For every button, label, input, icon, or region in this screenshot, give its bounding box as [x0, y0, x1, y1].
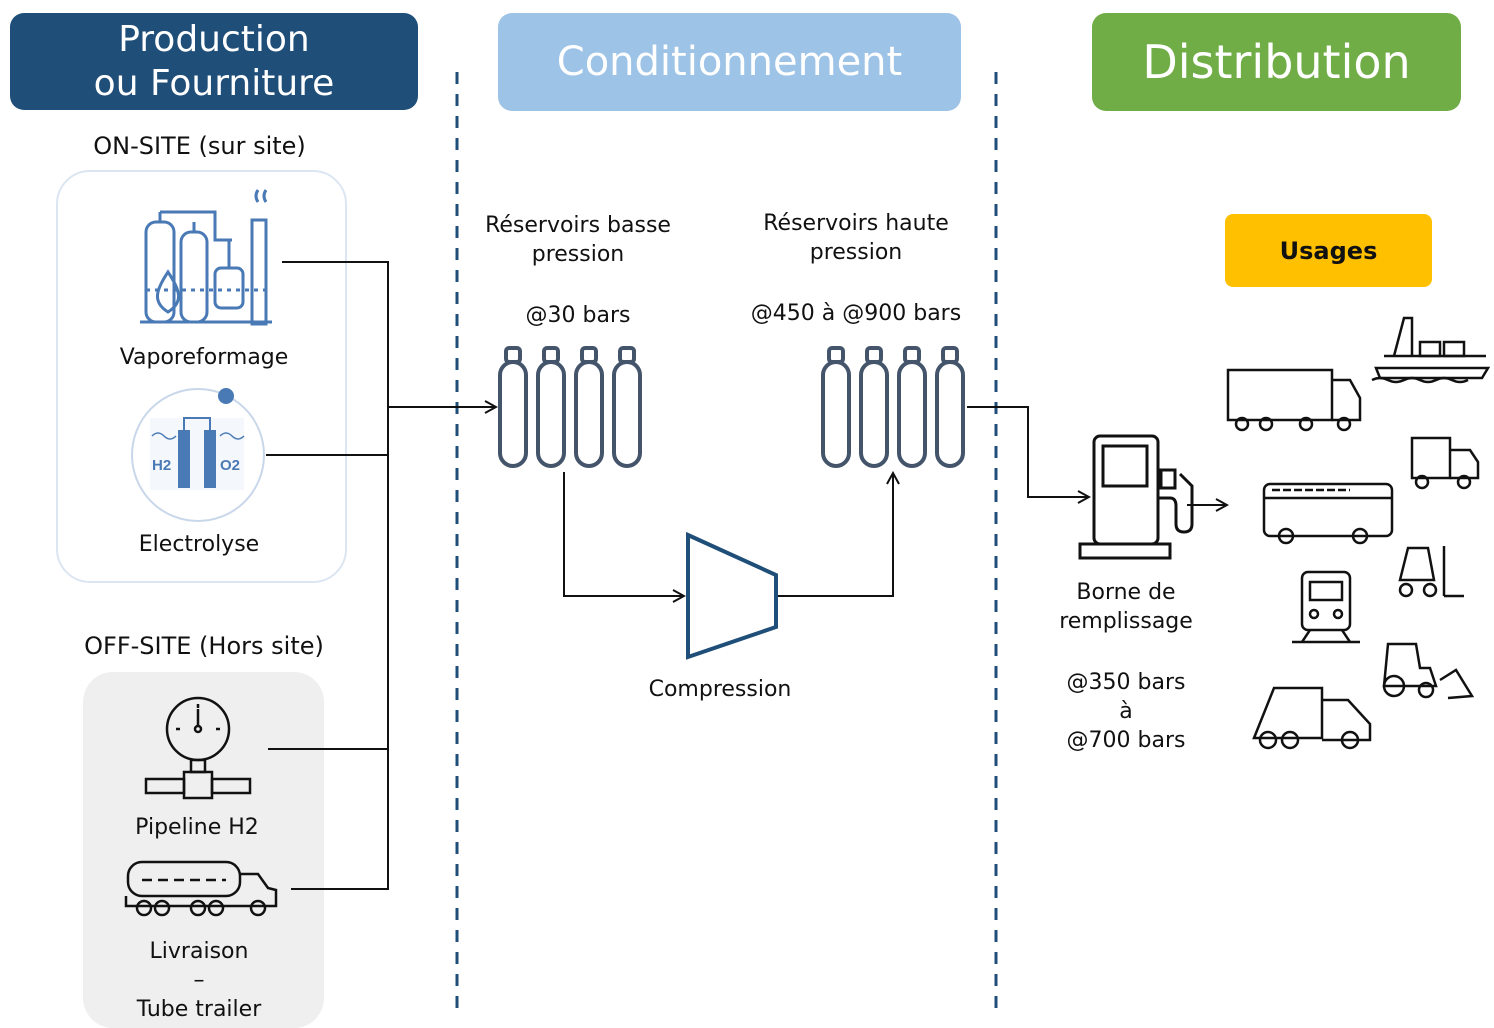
onsite-title: ON-SITE (sur site) — [93, 132, 306, 160]
low-tanks-title: Réservoirs basse pression — [485, 213, 671, 267]
forklift-icon — [1398, 546, 1464, 598]
gas-cylinders-icon — [498, 346, 642, 468]
pressure-gauge-pipe-icon — [144, 696, 252, 800]
usages-badge: Usages — [1225, 214, 1432, 287]
pipeline-label: Pipeline H2 — [135, 815, 259, 840]
conditionnement-header: Conditionnement — [498, 13, 961, 111]
high-to-pump-arrow — [967, 406, 1089, 497]
tractor-icon — [1382, 642, 1475, 700]
pump-label: Borne de remplissage — [1059, 580, 1193, 634]
compressor-icon — [686, 531, 778, 660]
van-icon — [1410, 436, 1480, 490]
production-header: Production ou Fourniture — [10, 13, 418, 110]
livraison-label: Livraison – Tube trailer — [136, 939, 262, 1022]
fuel-pump-icon — [1078, 434, 1194, 560]
high-tanks-title: Réservoirs haute pression — [763, 211, 949, 265]
offsite-group-box — [83, 672, 324, 1028]
vaporeformage-label: Vaporeformage — [119, 345, 289, 370]
distribution-header: Distribution — [1092, 13, 1461, 111]
train-icon — [1292, 570, 1360, 644]
electrolyzer-o2-text: O2 — [220, 457, 240, 474]
compressor-to-high-arrow — [778, 473, 893, 597]
compression-label: Compression — [648, 677, 792, 702]
tube-trailer-truck-icon — [124, 860, 278, 917]
gas-cylinders-icon — [821, 346, 965, 468]
offsite-title: OFF-SITE (Hors site) — [84, 632, 324, 660]
electrolyse-label: Electrolyse — [138, 532, 260, 557]
truck-icon — [1226, 368, 1362, 432]
garbage-truck-icon — [1252, 686, 1372, 750]
electrolyzer-h2-text: H2 — [152, 457, 171, 474]
high-tanks-pressure: @450 à @900 bars — [750, 301, 962, 326]
low-tanks-pressure: @30 bars — [525, 303, 631, 328]
ship-icon — [1371, 316, 1491, 384]
supply-connectors — [266, 261, 496, 890]
bus-icon — [1262, 482, 1394, 545]
electrolyzer-icon — [131, 388, 265, 522]
low-to-compressor-arrow — [563, 472, 684, 596]
pump-pressure: @350 bars à @700 bars — [1066, 670, 1186, 753]
plant-icon — [140, 189, 272, 326]
